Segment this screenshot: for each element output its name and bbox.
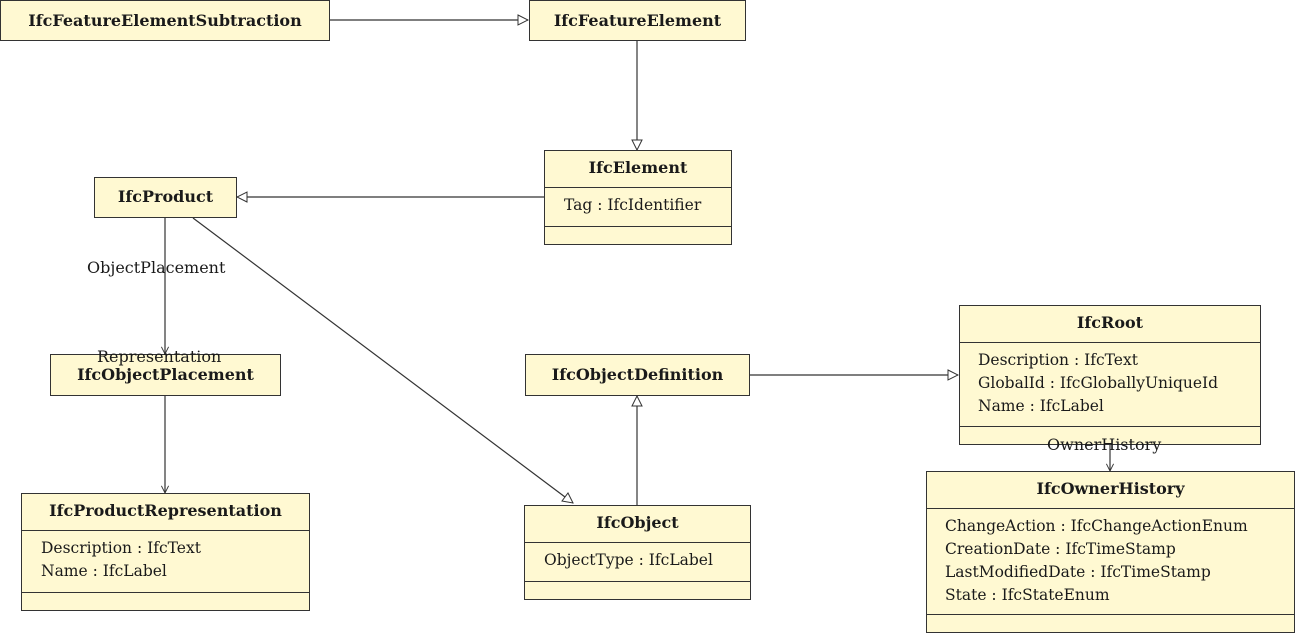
class-name: IfcObjectDefinition bbox=[551, 365, 724, 384]
class-ifc-object-definition: IfcObjectDefinition bbox=[525, 354, 750, 396]
class-name: IfcFeatureElementSubtraction bbox=[28, 11, 302, 30]
attribute-tag: Tag : IfcIdentifier bbox=[564, 196, 702, 214]
attribute-description: Description : IfcText bbox=[41, 539, 201, 557]
class-ifc-object: IfcObject ObjectType : IfcLabel bbox=[524, 505, 751, 600]
class-name: IfcFeatureElement bbox=[553, 11, 722, 30]
attribute-divider bbox=[22, 592, 309, 593]
class-name: IfcProduct bbox=[117, 187, 214, 206]
association-label-representation: Representation bbox=[97, 347, 222, 366]
class-ifc-feature-element-subtraction: IfcFeatureElementSubtraction bbox=[0, 0, 330, 41]
attribute-divider bbox=[960, 426, 1260, 427]
class-name: IfcObject bbox=[596, 513, 679, 532]
class-ifc-feature-element: IfcFeatureElement bbox=[529, 0, 746, 41]
attribute-description: Description : IfcText bbox=[978, 351, 1138, 369]
attribute-name: Name : IfcLabel bbox=[978, 397, 1104, 415]
attribute-state: State : IfcStateEnum bbox=[945, 586, 1110, 604]
name-divider bbox=[545, 187, 731, 188]
class-name: IfcObjectPlacement bbox=[77, 365, 254, 384]
name-divider bbox=[960, 342, 1260, 343]
attribute-divider bbox=[927, 614, 1294, 615]
attribute-global-id: GlobalId : IfcGloballyUniqueId bbox=[978, 374, 1219, 392]
class-name: IfcProductRepresentation bbox=[49, 501, 282, 520]
generalization-product-to-object bbox=[192, 217, 573, 503]
name-divider bbox=[22, 530, 309, 531]
attribute-name: Name : IfcLabel bbox=[41, 562, 167, 580]
class-name: IfcOwnerHistory bbox=[1036, 479, 1185, 498]
name-divider bbox=[927, 508, 1294, 509]
class-ifc-owner-history: IfcOwnerHistory ChangeAction : IfcChange… bbox=[926, 471, 1295, 633]
attribute-creation-date: CreationDate : IfcTimeStamp bbox=[945, 540, 1176, 558]
association-label-object-placement: ObjectPlacement bbox=[87, 258, 226, 277]
attribute-object-type: ObjectType : IfcLabel bbox=[544, 551, 713, 569]
class-ifc-root: IfcRoot Description : IfcText GlobalId :… bbox=[959, 305, 1261, 445]
class-ifc-object-placement: IfcObjectPlacement bbox=[50, 354, 281, 396]
class-name: IfcElement bbox=[588, 158, 688, 177]
association-label-owner-history: OwnerHistory bbox=[1047, 435, 1162, 454]
class-name: IfcRoot bbox=[1076, 313, 1144, 332]
attribute-change-action: ChangeAction : IfcChangeActionEnum bbox=[945, 517, 1248, 535]
attribute-divider bbox=[525, 581, 750, 582]
name-divider bbox=[525, 542, 750, 543]
class-ifc-product: IfcProduct bbox=[94, 177, 237, 218]
attribute-last-modified-date: LastModifiedDate : IfcTimeStamp bbox=[945, 563, 1211, 581]
class-ifc-product-representation: IfcProductRepresentation Description : I… bbox=[21, 493, 310, 611]
class-ifc-element: IfcElement Tag : IfcIdentifier bbox=[544, 150, 732, 245]
attribute-divider bbox=[545, 226, 731, 227]
